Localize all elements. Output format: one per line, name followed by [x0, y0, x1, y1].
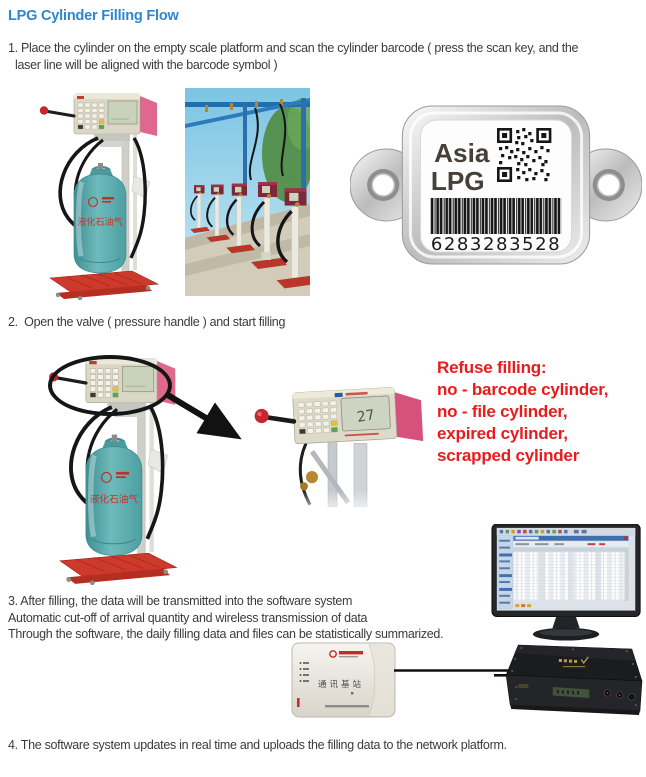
refuse-title: Refuse filling: — [437, 358, 547, 377]
step-3-line-1: 3. After filling, the data will be trans… — [8, 594, 353, 608]
page-title: LPG Cylinder Filling Flow — [8, 8, 179, 24]
highlight-ellipse — [48, 355, 172, 416]
refuse-line-2: no - file cylinder, — [437, 402, 568, 421]
refuse-line-3: expired cylinder, — [437, 424, 568, 443]
figure-barcode-tag — [350, 100, 642, 270]
connection-line — [394, 669, 508, 672]
figure-comm-server — [494, 641, 646, 721]
figure-software-monitor — [490, 524, 646, 644]
figure-filling-stations — [185, 88, 310, 296]
step-3-line-3: Through the software, the daily filling … — [8, 627, 444, 641]
figure-scale-display-closeup — [252, 380, 437, 518]
figure-base-station — [291, 642, 396, 720]
step-1-line-2: laser line will be aligned with the barc… — [15, 57, 278, 72]
step-1-text: 1. Place the cylinder on the empty scale… — [8, 40, 642, 73]
refuse-line-1: no - barcode cylinder, — [437, 380, 609, 399]
zoom-arrow-icon — [164, 391, 242, 440]
refuse-filling-note: Refuse filling: no - barcode cylinder, n… — [437, 357, 645, 467]
step-4-text: 4. The software system updates in real t… — [8, 738, 507, 752]
step-2-text: 2. Open the valve ( pressure handle ) an… — [8, 315, 286, 329]
step-3-line-2: Automatic cut-off of arrival quantity an… — [8, 610, 368, 625]
figure-filling-scale — [36, 86, 166, 300]
refuse-line-4: scrapped cylinder — [437, 446, 580, 465]
step-3-text: 3. After filling, the data will be trans… — [8, 593, 498, 643]
step-1-line-1: 1. Place the cylinder on the empty scale… — [8, 41, 579, 55]
